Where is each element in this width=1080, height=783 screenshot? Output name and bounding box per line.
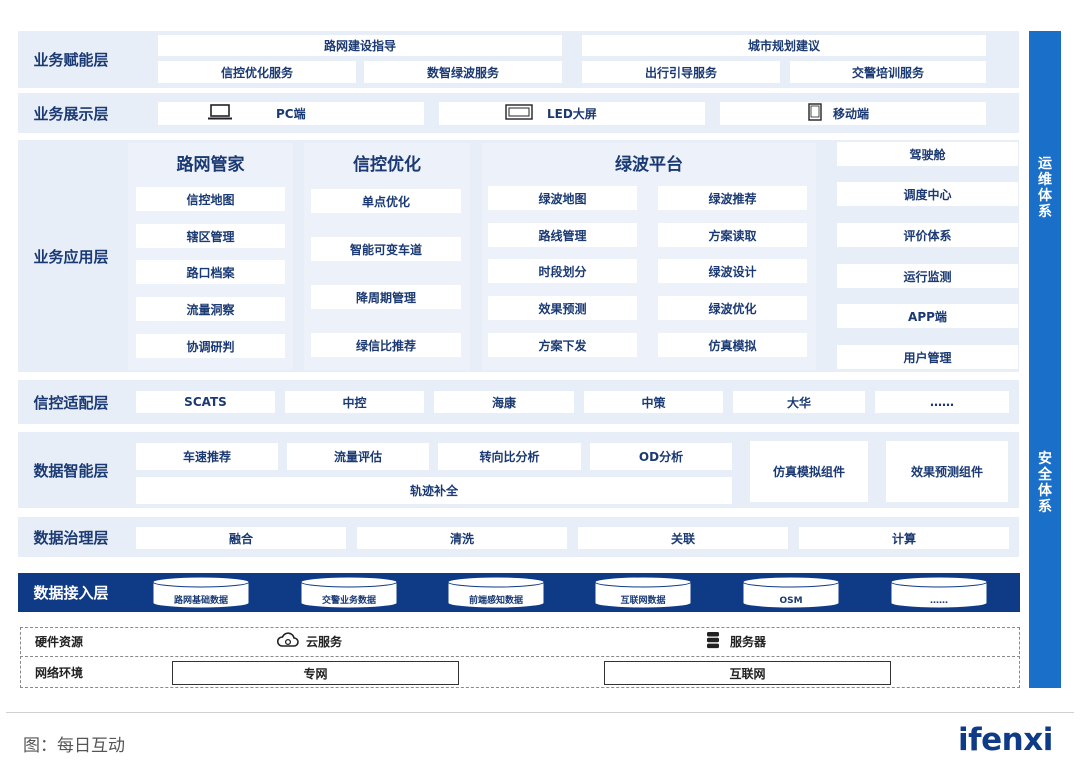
hardware-server: 服务器 [706,631,766,651]
display-item-pc: PC端 [158,102,424,125]
gov-layer-label: 数据治理层 [33,528,109,547]
ops-system-label: 运 维 体 系 [1038,156,1052,220]
signal-opt-item: 绿信比推荐 [311,333,461,357]
access-layer-label: 数据接入层 [33,584,109,602]
data-source-label: OSM [779,596,803,606]
intel-component: 仿真模拟组件 [750,441,868,502]
adapt-item: 中控 [285,391,424,413]
road-manager-item: 协调研判 [136,334,285,358]
empower-top-item: 路网建设指导 [158,35,562,56]
gov-item: 关联 [578,527,788,549]
cloud-icon [276,631,300,652]
empower-layer-label: 业务赋能层 [33,51,109,69]
led-screen-icon [505,104,533,123]
ops-security-sidebar: 运 维 体 系 安 全 体 系 [1029,31,1061,688]
signal-opt-item: 降周期管理 [311,285,461,309]
adapt-layer-label: 信控适配层 [33,393,109,412]
data-source-label: 路网基础数据 [173,596,228,606]
intel-item: 转向比分析 [438,443,581,470]
app-right-item: 评价体系 [837,223,1018,247]
empower-bottom-item: 出行引导服务 [582,61,780,83]
green-wave-item: 绿波推荐 [658,186,807,210]
data-source-cylinder: …… [890,576,988,609]
figure-caption: 图：每日互动 [23,736,125,756]
display-layer-label: 业务展示层 [33,104,109,123]
adapt-item: 中策 [584,391,723,413]
road-manager-panel [128,143,293,370]
gov-item: 融合 [136,527,346,549]
server-icon [706,631,720,652]
display-item-led: LED大屏 [439,102,705,125]
signal-opt-title: 信控优化 [353,154,421,175]
adapt-item: …… [875,391,1009,413]
data-source-cylinder: 前端感知数据 [447,576,545,609]
security-system-label: 安 全 体 系 [1038,451,1052,515]
data-source-label: 前端感知数据 [468,596,523,606]
footer-divider [6,712,1074,713]
empower-bottom-item: 数智绿波服务 [364,61,562,83]
intel-item: OD分析 [590,443,732,470]
intel-item: 车速推荐 [136,443,278,470]
display-item-label: PC端 [276,107,306,121]
data-source-label: 互联网数据 [620,596,666,606]
display-item-label: 移动端 [833,107,870,121]
data-source-cylinder: 路网基础数据 [152,576,250,609]
road-manager-item: 路口档案 [136,260,285,284]
green-wave-item: 方案读取 [658,223,807,247]
green-wave-panel [482,143,816,370]
hardware-cloud: 云服务 [276,631,342,651]
green-wave-item: 绿波优化 [658,296,807,320]
intel-component: 效果预测组件 [886,441,1008,502]
road-manager-item: 辖区管理 [136,224,285,248]
road-manager-item: 信控地图 [136,187,285,211]
data-source-cylinder: 交警业务数据 [300,576,398,609]
infrastructure-box [20,627,1020,688]
empower-bottom-item: 信控优化服务 [158,61,356,83]
app-right-item: 用户管理 [837,345,1018,369]
intel-item-wide: 轨迹补全 [136,477,732,504]
server-label: 服务器 [730,634,767,649]
app-right-item: 运行监测 [837,264,1018,288]
data-source-label: 交警业务数据 [321,596,376,606]
road-manager-item: 流量洞察 [136,297,285,321]
infra-divider [20,656,1020,657]
cloud-label: 云服务 [306,634,343,649]
gov-item: 计算 [799,527,1009,549]
gov-item: 清洗 [357,527,567,549]
signal-opt-item: 单点优化 [311,189,461,213]
green-wave-item: 路线管理 [488,223,637,247]
road-manager-title: 路网管家 [176,154,245,175]
intel-layer-label: 数据智能层 [33,461,109,480]
network-label: 网络环境 [35,665,84,680]
green-wave-title: 绿波平台 [615,154,683,175]
app-right-item: 驾驶舱 [837,142,1018,166]
green-wave-item: 时段划分 [488,259,637,283]
adapt-item: 大华 [733,391,865,413]
mobile-icon [807,103,823,124]
hardware-label: 硬件资源 [35,634,84,649]
green-wave-item: 效果预测 [488,296,637,320]
app-layer-label: 业务应用层 [33,247,109,266]
data-source-cylinder: 互联网数据 [594,576,692,609]
display-item-mobile: 移动端 [720,102,986,125]
ifenxi-logo: ifenxi [958,722,1053,758]
intel-item: 流量评估 [287,443,429,470]
app-right-item: 调度中心 [837,182,1018,206]
signal-opt-item: 智能可变车道 [311,237,461,261]
adapt-item: 海康 [434,391,574,413]
data-source-label: …… [930,596,948,606]
empower-bottom-item: 交警培训服务 [790,61,986,83]
adapt-item: SCATS [136,391,275,413]
network-internet: 互联网 [604,661,891,685]
display-item-label: LED大屏 [547,107,597,121]
green-wave-item: 绿波设计 [658,259,807,283]
laptop-icon [206,104,234,123]
green-wave-item: 绿波地图 [488,186,637,210]
network-private: 专网 [172,661,459,685]
data-source-cylinder: OSM [742,576,840,609]
empower-top-item: 城市规划建议 [582,35,986,56]
green-wave-item: 仿真模拟 [658,333,807,357]
app-right-item: APP端 [837,304,1018,328]
green-wave-item: 方案下发 [488,333,637,357]
